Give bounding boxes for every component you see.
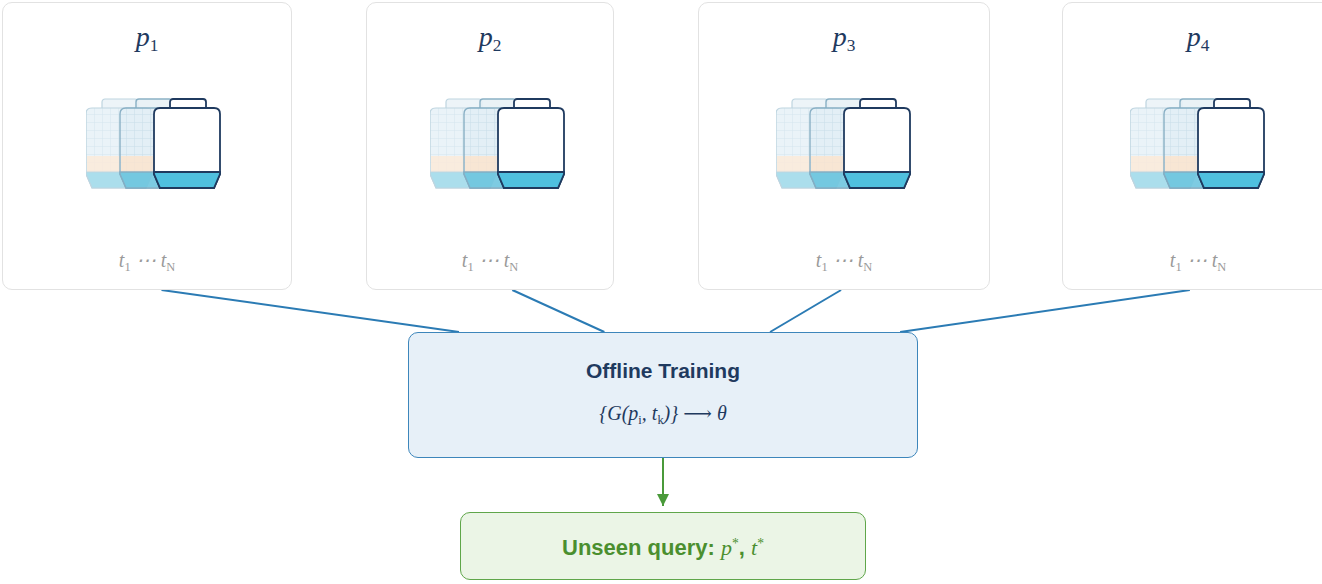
document-stack-icon (1130, 99, 1264, 188)
math-script: i (638, 412, 641, 426)
formula: {G(pi, tk)} ⟶ θ (599, 400, 726, 433)
math-variable: tN (858, 249, 873, 271)
math-script: 1 (150, 36, 159, 55)
card-title: p2 (479, 21, 502, 62)
connector-line (770, 290, 841, 332)
box-title: Offline Training (586, 358, 740, 384)
time-range: t1 ⋯ tN (1170, 248, 1226, 279)
document-stack-icon (776, 99, 910, 188)
math-script: 1 (1175, 260, 1181, 274)
math-script: N (1217, 260, 1226, 274)
math-variable: tN (161, 249, 176, 271)
math-variable: p4 (1187, 21, 1210, 52)
math-script: N (863, 260, 872, 274)
connector-line (162, 290, 460, 332)
math-variable: t1 (462, 249, 474, 271)
connector-line (512, 290, 604, 332)
time-range: t1 ⋯ tN (119, 248, 175, 279)
math-script: N (166, 260, 175, 274)
math-variable: tN (504, 249, 519, 271)
math-variable: t1 (119, 249, 131, 271)
card-title: p1 (136, 21, 159, 62)
query-label: Unseen query: p*, t* (562, 530, 764, 562)
math-script: 1 (124, 260, 130, 274)
card-title: p4 (1187, 21, 1210, 62)
math-variable: tk (652, 402, 664, 424)
parameter-card: p4 t1 ⋯ tN (1062, 2, 1322, 290)
math-script: 1 (467, 260, 473, 274)
math-variable: t* (751, 535, 764, 560)
time-range: t1 ⋯ tN (816, 248, 872, 279)
query-box: Unseen query: p*, t* (460, 512, 866, 580)
math-script: 2 (493, 36, 502, 55)
card-title: p3 (833, 21, 856, 62)
math-variable: p* (721, 535, 739, 560)
math-variable: pi (628, 402, 641, 424)
document-stack-icon (86, 99, 220, 188)
math-script: 3 (847, 36, 856, 55)
math-variable: tN (1212, 249, 1227, 271)
math-script: k (657, 412, 663, 426)
math-script: 4 (1201, 36, 1210, 55)
math-script: 1 (821, 260, 827, 274)
time-range: t1 ⋯ tN (462, 248, 518, 279)
training-box: Offline Training {G(pi, tk)} ⟶ θ (408, 332, 918, 458)
connector-line (662, 458, 664, 506)
math-variable: p2 (479, 21, 502, 52)
math-variable: p1 (136, 21, 159, 52)
parameter-card: p2 t1 ⋯ tN (366, 2, 614, 290)
math-variable: t1 (1170, 249, 1182, 271)
parameter-card: p1 t1 ⋯ tN (2, 2, 292, 290)
parameter-card: p3 t1 ⋯ tN (698, 2, 990, 290)
math-variable: p3 (833, 21, 856, 52)
math-script: * (732, 536, 739, 551)
connector-line (900, 290, 1190, 332)
math-script: * (757, 536, 764, 551)
math-script: N (509, 260, 518, 274)
document-stack-icon (430, 99, 564, 188)
math-variable: t1 (816, 249, 828, 271)
